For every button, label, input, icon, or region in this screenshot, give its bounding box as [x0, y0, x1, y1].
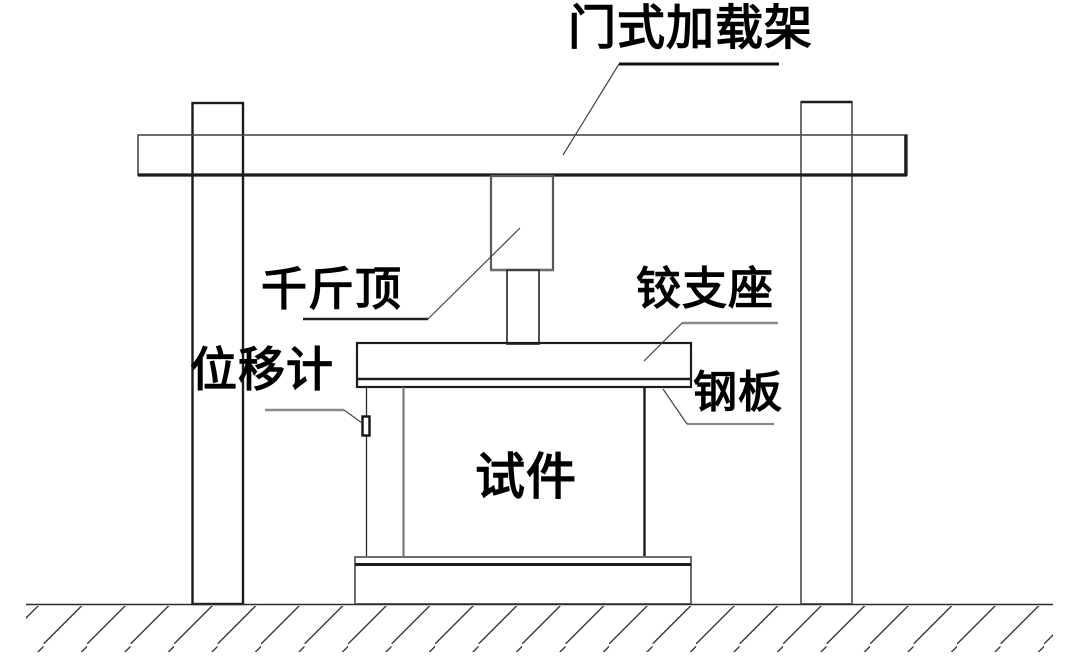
specimen-label: 试件: [475, 448, 577, 506]
annotation-leaders: [265, 62, 779, 426]
hinge-support-plate: [355, 341, 693, 389]
jack-piston-rod: [506, 269, 540, 345]
steel-plate-label: 钢板: [693, 367, 783, 418]
displacement-meter-sensor: [361, 387, 371, 557]
portal-frame-right-column: [800, 100, 853, 605]
ground: [26, 603, 1053, 652]
hinge-support-label: 铰支座: [636, 262, 775, 315]
specimen-outline: [402, 387, 646, 557]
base-plate: [354, 556, 692, 605]
displacement-meter-label: 位移计: [190, 343, 334, 398]
jack-body: [489, 174, 555, 272]
portal-frame-beam: [137, 134, 908, 177]
portal-frame-label: 门式加载架: [568, 0, 814, 56]
jack-label: 千斤顶: [261, 262, 402, 316]
